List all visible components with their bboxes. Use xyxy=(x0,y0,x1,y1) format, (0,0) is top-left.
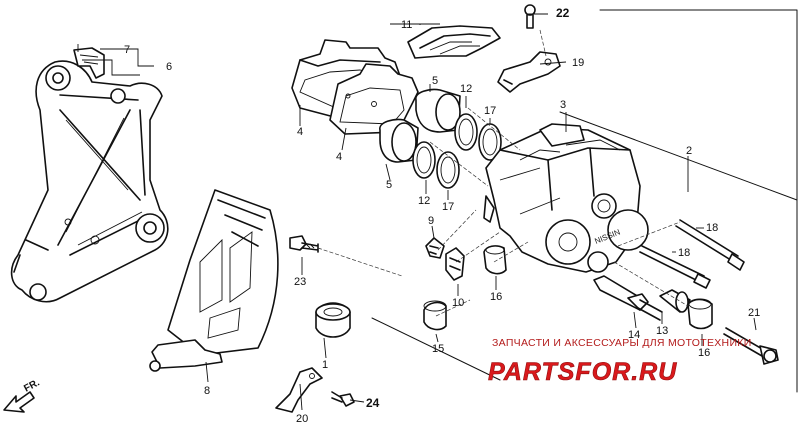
bolt-21 xyxy=(723,327,779,365)
assembly-frame-lower xyxy=(371,317,501,381)
label-part-18a: 18 xyxy=(706,222,718,234)
front-direction-arrow: FR. xyxy=(3,377,42,413)
assembly-frame xyxy=(599,9,798,393)
disc-cover xyxy=(149,189,279,372)
label-part-16a: 16 xyxy=(490,291,502,303)
pad-spring xyxy=(407,25,501,59)
retainer-plate xyxy=(497,51,561,93)
caliper-pins xyxy=(639,219,745,289)
caliper-bracket xyxy=(10,60,169,303)
part-labels: 7 6 8 23 4 4 11 22 19 5 12 17 3 5 12 17 … xyxy=(124,6,760,425)
bolt-24 xyxy=(331,391,355,407)
front-arrow-icon xyxy=(3,391,35,413)
pistons xyxy=(379,88,461,163)
label-part-16b: 16 xyxy=(698,347,710,359)
boot-16-upper xyxy=(483,245,507,275)
boot-16-lower xyxy=(687,298,713,330)
label-part-9: 9 xyxy=(428,215,434,227)
leader-lines xyxy=(82,13,757,411)
label-part-3: 3 xyxy=(560,99,566,111)
label-part-12a: 12 xyxy=(460,83,472,95)
bolt-22 xyxy=(524,4,536,29)
label-part-13: 13 xyxy=(656,325,668,337)
brake-pads xyxy=(291,39,419,135)
hose-bracket xyxy=(275,367,323,413)
bleeder-valve xyxy=(445,247,465,281)
assembly-frame-upper xyxy=(559,111,798,201)
label-part-20: 20 xyxy=(296,413,308,425)
alignment-lines xyxy=(317,29,689,317)
sleeve xyxy=(659,289,691,313)
dust-seal xyxy=(423,300,447,331)
label-part-7: 7 xyxy=(124,44,130,56)
label-part-14: 14 xyxy=(628,329,640,341)
caliper-body: NISSIN xyxy=(483,123,649,273)
front-direction-label: FR. xyxy=(22,377,42,394)
bleeder-cap xyxy=(425,237,445,259)
label-part-5a: 5 xyxy=(432,75,438,87)
label-part-8: 8 xyxy=(204,385,210,397)
label-part-23: 23 xyxy=(294,276,306,288)
label-part-11: 11 xyxy=(401,19,412,31)
label-part-19: 19 xyxy=(572,57,584,69)
label-part-2: 2 xyxy=(686,145,692,157)
label-part-15: 15 xyxy=(432,343,444,355)
label-part-18b: 18 xyxy=(678,247,690,259)
label-part-5b: 5 xyxy=(386,179,392,191)
label-part-22: 22 xyxy=(556,6,570,20)
collar xyxy=(315,302,351,338)
label-part-17b: 17 xyxy=(442,201,454,213)
label-part-10: 10 xyxy=(452,297,464,309)
label-part-17a: 17 xyxy=(484,105,496,117)
label-part-4b: 4 xyxy=(336,151,342,163)
watermark-caption: ЗАПЧАСТИ И АКСЕССУАРЫ ДЛЯ МОТОТЕХНИКИ xyxy=(492,337,752,349)
piston-seals xyxy=(412,113,502,189)
label-part-21: 21 xyxy=(748,307,760,319)
pad-spring-clip xyxy=(73,44,105,79)
pin-bolt xyxy=(593,275,663,321)
label-part-6: 6 xyxy=(166,61,172,73)
label-part-24: 24 xyxy=(366,396,380,410)
label-part-1: 1 xyxy=(322,359,328,371)
watermark: ЗАПЧАСТИ И АКСЕССУАРЫ ДЛЯ МОТОТЕХНИКИ PA… xyxy=(488,337,752,386)
watermark-logo: PARTSFOR.RU xyxy=(488,358,677,386)
bolt-23 xyxy=(289,235,319,253)
label-part-4a: 4 xyxy=(297,126,303,138)
label-part-12b: 12 xyxy=(418,195,430,207)
